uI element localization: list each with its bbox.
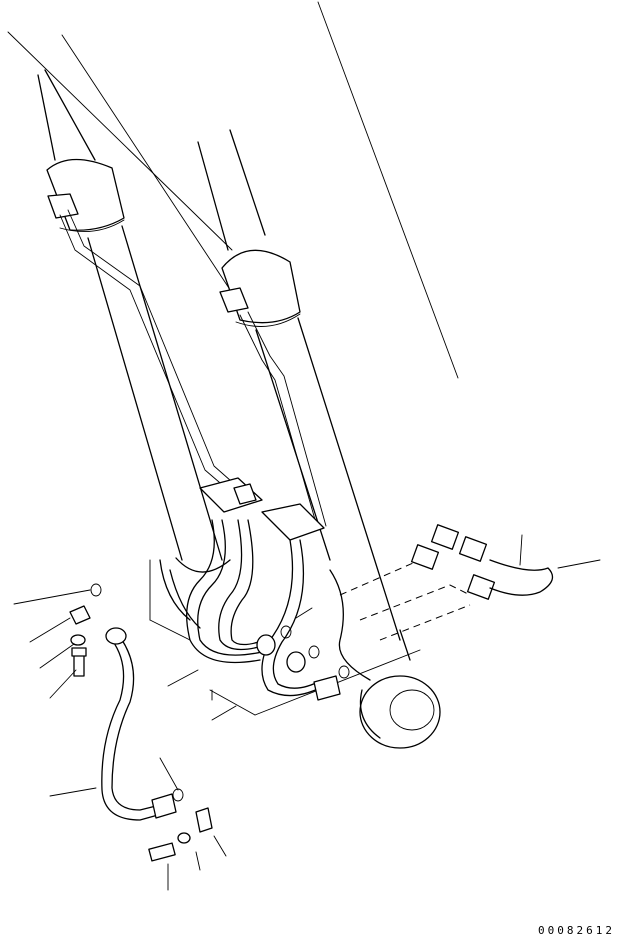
hidden-lines: [339, 559, 471, 641]
exploded-hose: [101, 627, 177, 821]
centre-block: [199, 477, 325, 541]
right-connectors: [410, 524, 601, 600]
right-boom-cylinder: [197, 129, 401, 641]
centre-fittings: [256, 625, 350, 701]
boom-foot: [329, 569, 441, 749]
cylinder-pipes: [59, 209, 327, 531]
leader-lines: [13, 589, 313, 891]
drawing-code: 00082612: [538, 924, 615, 937]
reference-lines: [7, 1, 459, 379]
hose-bundle: [159, 519, 323, 697]
exploded-left-column: [69, 583, 213, 862]
left-boom-cylinder: [37, 69, 231, 573]
